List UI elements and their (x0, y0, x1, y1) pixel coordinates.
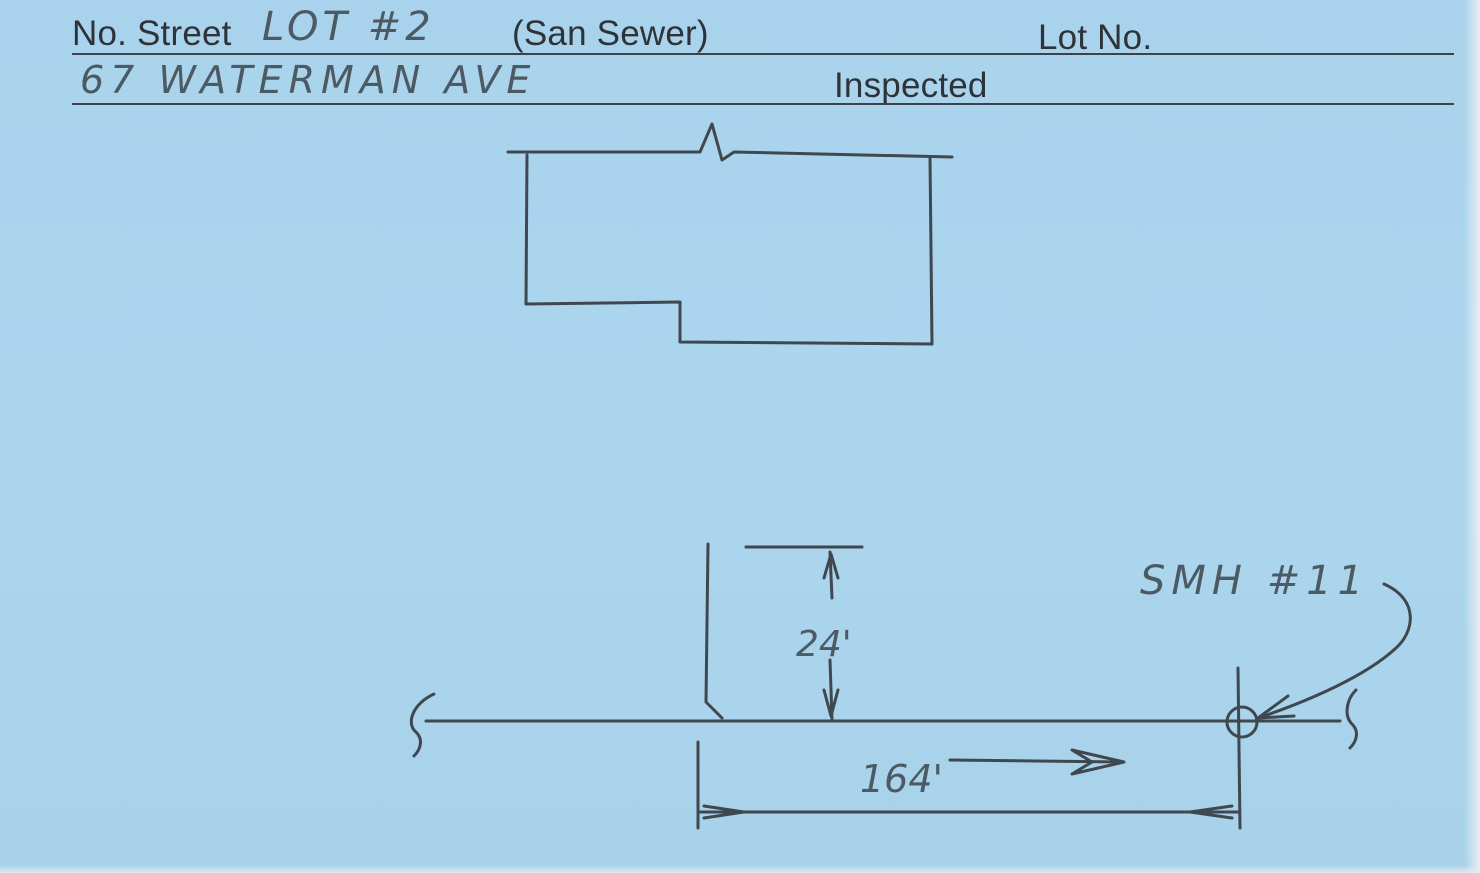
service-lateral (704, 542, 724, 720)
card-edge-bottom (0, 865, 1480, 873)
manhole-symbol (1225, 705, 1259, 739)
header-rule-top (72, 53, 1454, 55)
offset-dimension (744, 545, 864, 722)
lot-handwritten: LOT #2 (262, 4, 435, 50)
manhole-label: SMH #11 (1140, 558, 1369, 604)
address-handwritten: 67 WATERMAN AVE (80, 58, 537, 102)
lot-no-label: Lot No. (1038, 18, 1153, 57)
distance-dimension (696, 666, 1242, 830)
service-type-label: (San Sewer) (512, 14, 709, 53)
offset-dim-text: 24' (796, 624, 852, 665)
house-outline (506, 122, 954, 346)
leader-arrow (1256, 582, 1412, 720)
main-sewer-line (410, 688, 1358, 758)
card-edge-right (1464, 0, 1480, 873)
header-rule-bottom (72, 103, 1454, 105)
distance-dim-text: 164' (860, 757, 943, 801)
inspected-label: Inspected (834, 66, 988, 105)
street-label: No. Street (72, 14, 232, 53)
